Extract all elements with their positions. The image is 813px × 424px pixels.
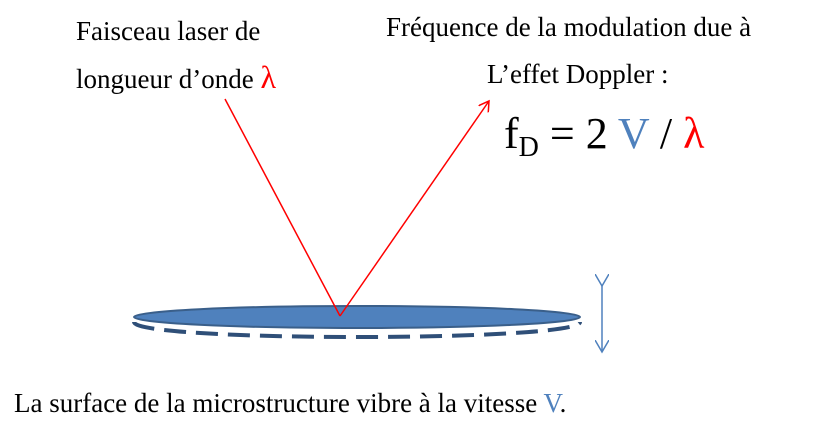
caption-text: La surface de la microstructure vibre à … <box>14 388 544 418</box>
formula-wavelength: λ <box>683 109 705 158</box>
microstructure-surface <box>133 305 581 329</box>
formula-f: f <box>504 109 519 158</box>
lambda-symbol: λ <box>260 59 276 95</box>
laser-label-text: longueur d’onde <box>76 64 254 94</box>
formula-subscript: D <box>518 132 539 163</box>
incident-laser-beam <box>224 98 341 317</box>
displaced-surface-outline <box>132 320 582 339</box>
laser-label-line1: Faisceau laser de <box>76 16 261 46</box>
formula-velocity: V <box>617 109 649 158</box>
caption-end: . <box>559 388 567 418</box>
formula-slash: / <box>648 109 684 158</box>
formula-equals-two: = 2 <box>538 109 618 158</box>
laser-label-line2: longueur d’onde λ <box>76 61 276 93</box>
doppler-label-line1: Fréquence de la modulation due à <box>386 12 752 42</box>
caption-velocity: V <box>543 388 560 418</box>
caption: La surface de la microstructure vibre à … <box>14 390 566 417</box>
doppler-formula: fD = 2 V / λ <box>504 109 705 162</box>
doppler-label-line2: L’effet Doppler : <box>487 59 669 89</box>
reflected-laser-beam <box>339 101 489 317</box>
